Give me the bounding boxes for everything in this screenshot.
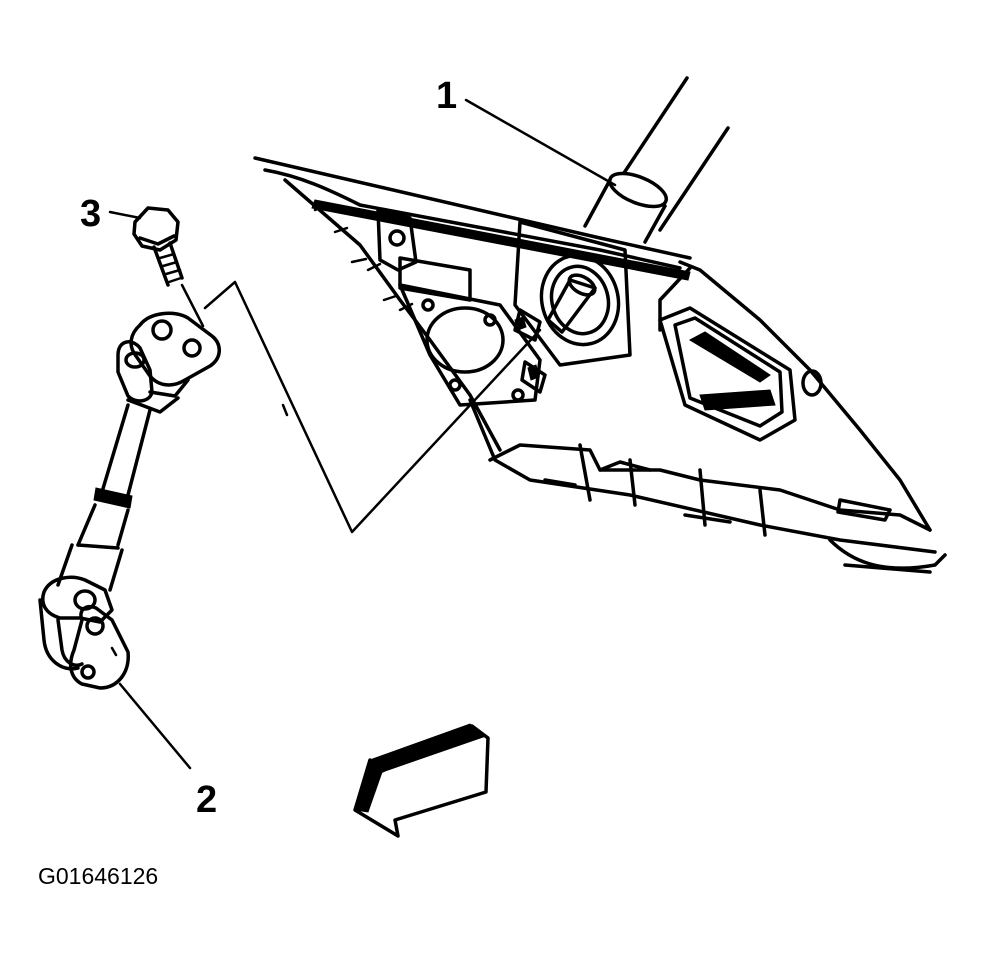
leader-3 bbox=[108, 210, 142, 220]
callout-label-1: 1 bbox=[436, 75, 457, 117]
steering-column-tube bbox=[583, 76, 730, 244]
callout-label-2: 2 bbox=[196, 779, 217, 821]
callout-leaders bbox=[108, 98, 617, 770]
leader-1 bbox=[464, 98, 617, 187]
steering-column-housing bbox=[253, 156, 947, 574]
figure-id: G01646126 bbox=[38, 863, 158, 889]
direction-arrow-icon bbox=[353, 723, 490, 838]
intermediate-shaft bbox=[38, 311, 221, 690]
detail-view-outline bbox=[203, 280, 542, 534]
leader-2 bbox=[118, 682, 192, 770]
pinch-bolt bbox=[132, 206, 205, 328]
callout-label-3: 3 bbox=[80, 193, 101, 235]
